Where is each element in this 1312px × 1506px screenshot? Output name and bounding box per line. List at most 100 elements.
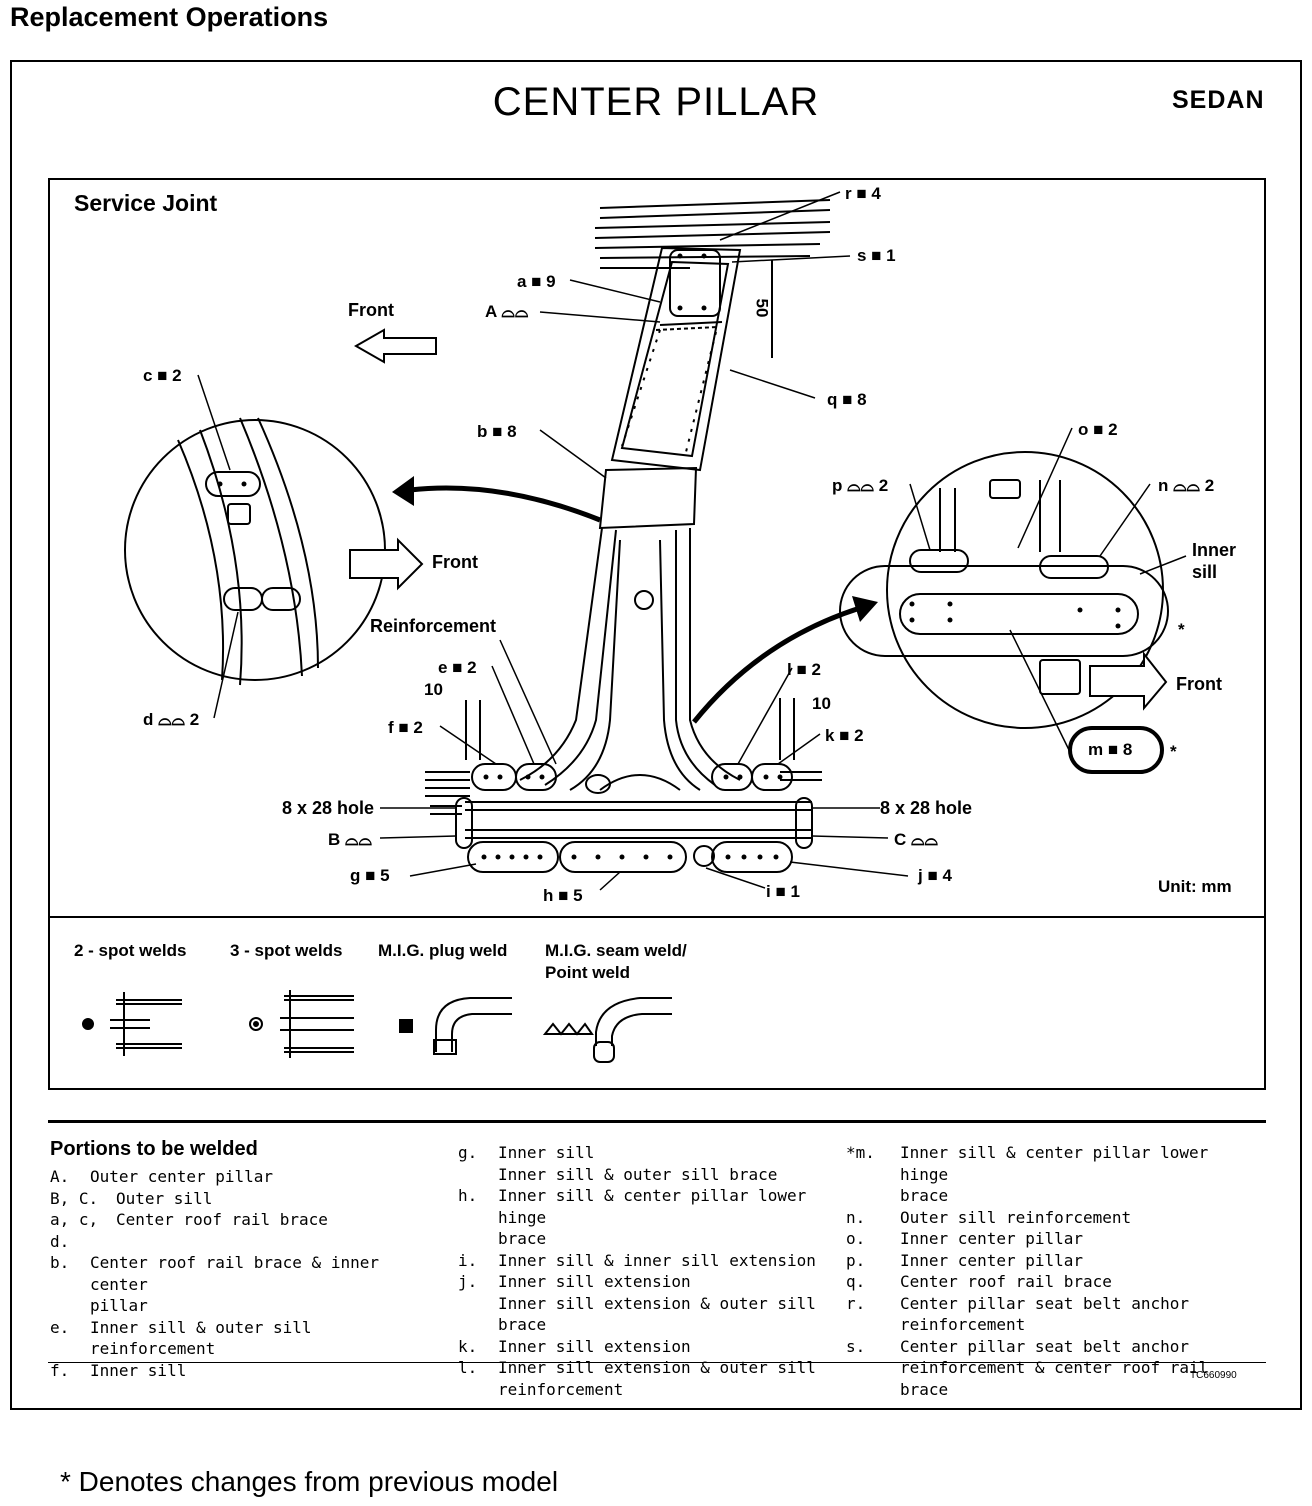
portion-key	[458, 1164, 498, 1186]
label-k: k ■ 2	[825, 726, 864, 745]
label-d: d ⌓⌓ 2	[143, 710, 200, 729]
detail-arrow-left	[409, 485, 601, 523]
portion-text: Inner sill & center pillar lower hinge	[900, 1143, 1209, 1184]
portion-key	[458, 1293, 498, 1336]
changed-marker-m: *	[1170, 742, 1177, 761]
portion-item: a, c, d.Center roof rail brace	[50, 1209, 430, 1252]
portion-item: h.Inner sill & center pillar lower hinge	[458, 1185, 838, 1228]
portion-item: l.Inner sill extension & outer sill	[458, 1357, 838, 1379]
portion-item: i.Inner sill & inner sill extension	[458, 1250, 838, 1272]
label-o: o ■ 2	[1078, 420, 1118, 439]
weld-symbols	[82, 990, 672, 1063]
legend-divider	[48, 916, 1266, 918]
portion-key: o.	[846, 1229, 866, 1248]
service-joint-label: Service Joint	[74, 190, 218, 216]
portion-text: Outer sill	[116, 1188, 213, 1208]
label-g: g ■ 5	[350, 866, 390, 885]
diagram-box	[48, 178, 1266, 1090]
portion-text: brace	[900, 1186, 949, 1205]
page-frame	[10, 60, 1302, 1410]
portion-key	[846, 1314, 900, 1336]
portion-item: brace	[846, 1185, 1266, 1207]
portion-item: f.Inner sill	[50, 1360, 430, 1382]
portion-item: k.Inner sill extension	[458, 1336, 838, 1358]
detail-arrow-right	[692, 605, 861, 724]
leader-lines	[197, 191, 1187, 891]
label-l: l ■ 2	[787, 660, 821, 679]
portion-text: reinforcement	[900, 1315, 1026, 1334]
portion-text: Inner sill & outer sill brace	[498, 1164, 778, 1184]
pillar-weld-dots	[621, 329, 717, 453]
portion-item: pillar	[50, 1295, 430, 1317]
label-A: A ⌓⌓	[485, 302, 529, 321]
label-m: m ■ 8	[1088, 740, 1133, 759]
portion-key: h.	[458, 1186, 478, 1205]
portion-item: B, C. Outer sill	[50, 1188, 430, 1210]
portion-item: p.Inner center pillar	[846, 1250, 1266, 1272]
portion-text: Center pillar seat belt anchor	[900, 1293, 1189, 1313]
portion-key: p.	[846, 1250, 866, 1270]
portion-text: Inner sill	[90, 1360, 187, 1380]
pillar-mid-joint	[598, 466, 698, 530]
label-r: r ■ 4	[845, 184, 881, 203]
unit-label: Unit: mm	[1158, 877, 1232, 896]
portion-text: Inner sill extension & outer sill brace	[498, 1293, 816, 1335]
portion-text: Inner sill extension	[498, 1272, 691, 1291]
front-arrow-right-circle	[1089, 651, 1168, 711]
portion-item: o. Inner center pillar	[846, 1228, 1266, 1250]
label-s: s ■ 1	[857, 246, 896, 265]
portions-title: Portions to be welded	[50, 1138, 258, 1160]
portion-key: e.	[50, 1317, 70, 1337]
label-C: C ⌓⌓	[894, 830, 938, 849]
changed-marker-circle: *	[1178, 620, 1185, 639]
front-label-top: Front	[348, 300, 394, 320]
portion-text: Center roof rail brace	[900, 1272, 1112, 1291]
roof-rail-lines	[594, 199, 831, 269]
portion-key: n.	[846, 1207, 866, 1227]
label-i: i ■ 1	[766, 882, 800, 901]
label-B: B ⌓⌓	[328, 830, 372, 849]
portion-key: q.	[846, 1272, 866, 1291]
portion-text: Inner center pillar	[900, 1229, 1084, 1248]
portion-key: *m.	[846, 1143, 875, 1162]
portions-top-rule	[48, 1120, 1266, 1123]
portion-item: *m. Inner sill & center pillar lower hing…	[846, 1142, 1266, 1185]
label-a: a ■ 9	[517, 272, 556, 291]
portion-key	[458, 1379, 498, 1401]
sill-closeup	[839, 565, 1169, 657]
hole-label-left: 8 x 28 hole	[282, 798, 375, 818]
portion-item: g.Inner sill	[458, 1142, 838, 1164]
label-p: p ⌓⌓ 2	[832, 476, 889, 495]
label-h: h ■ 5	[543, 886, 583, 905]
portion-item: A.Outer center pillar	[50, 1166, 430, 1188]
portion-key	[50, 1295, 90, 1317]
portion-text: Outer sill reinforcement	[900, 1207, 1132, 1227]
portion-item: reinforcement	[458, 1379, 838, 1401]
legend-spot3: 3 - spot welds	[230, 941, 343, 960]
portion-key: B, C.	[50, 1188, 99, 1208]
portion-key: j.	[458, 1272, 478, 1291]
portion-text: Center roof rail brace & inner center	[90, 1253, 379, 1294]
lower-pillar	[519, 527, 741, 781]
label-b: b ■ 8	[477, 422, 517, 441]
front-label-left: Front	[432, 552, 478, 572]
portion-text: pillar	[90, 1296, 148, 1315]
footnote: * Denotes changes from previous model	[60, 1466, 559, 1497]
dimension-10-left: 10	[424, 680, 443, 699]
portion-text: Inner sill & outer sill reinforcement	[90, 1317, 312, 1359]
label-j: j ■ 4	[918, 866, 952, 885]
dimension-10-right: 10	[812, 694, 831, 713]
portion-item: n. Outer sill reinforcement	[846, 1207, 1266, 1229]
portion-text: Inner sill & inner sill extension	[498, 1250, 816, 1270]
legend-plug: M.I.G. plug weld	[378, 941, 508, 960]
m-weld-oval	[1068, 726, 1164, 774]
label-n: n ⌓⌓ 2	[1158, 476, 1215, 495]
portion-key: b.	[50, 1253, 70, 1272]
portion-text: reinforcement	[498, 1379, 624, 1399]
portion-key: k.	[458, 1336, 478, 1356]
portion-item: b. Center roof rail brace & inner center	[50, 1252, 430, 1295]
portion-key: l.	[458, 1358, 478, 1377]
body-variant-label: SEDAN	[1172, 86, 1265, 114]
